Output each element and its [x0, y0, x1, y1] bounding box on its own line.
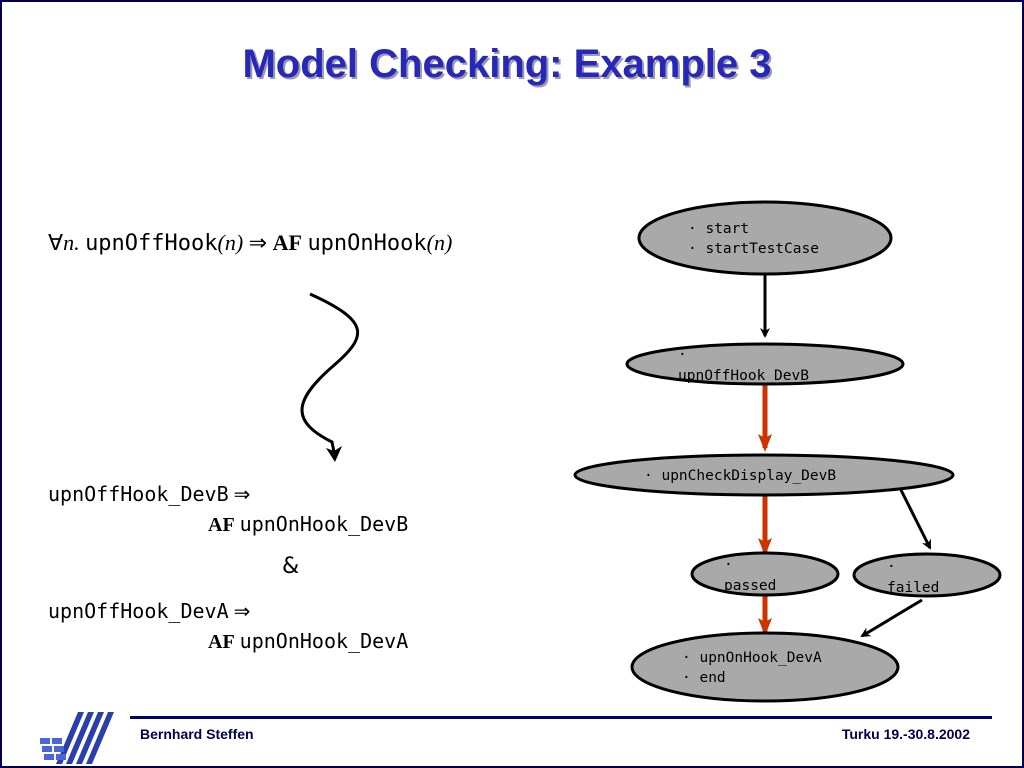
node-start-line-2: · startTestCase	[688, 241, 819, 257]
deva-onhook: upnOnHook_DevA	[239, 629, 409, 653]
devb-onhook: upnOnHook_DevB	[239, 512, 409, 536]
forall-symbol: ∀	[48, 230, 64, 255]
deva-af: AF	[208, 631, 235, 653]
node-failed: · failed	[852, 552, 1002, 598]
node-failed-line-2: failed	[887, 580, 939, 596]
edge-check-failed	[898, 487, 932, 550]
formula-onhook: upnOnHook	[307, 231, 427, 256]
node-end-line-2: · end	[682, 670, 726, 686]
node-end: · upnOnHook_DevA · end	[630, 631, 900, 703]
node-end-line-1: · upnOnHook_DevA	[682, 650, 822, 666]
ampersand: &	[282, 554, 300, 579]
node-offhook: · upnOffHook_DevB	[625, 342, 905, 386]
edge-failed-end	[860, 598, 923, 638]
slide-title: Model Checking: Example 3	[242, 42, 772, 86]
node-passed-line-1: ·	[724, 557, 733, 573]
node-offhook-line-2: upnOffHook_DevB	[678, 368, 809, 384]
squiggle-arrowhead	[326, 446, 342, 462]
node-offhook-line-1: ·	[678, 347, 687, 363]
formula-var: n.	[63, 230, 80, 255]
devb-offhook: upnOffHook_DevB	[48, 482, 229, 506]
devb-af: AF	[208, 514, 235, 536]
institution-logo-icon	[40, 712, 114, 764]
formula-af: AF	[272, 230, 302, 255]
devb-line-2: AF upnOnHook_DevB	[208, 512, 408, 537]
deva-implies: ⇒	[233, 601, 251, 623]
node-failed-line-1: ·	[887, 559, 896, 575]
deva-offhook: upnOffHook_DevA	[48, 599, 229, 623]
node-start: · start · startTestCase	[637, 200, 893, 276]
node-start-line-1: · start	[688, 221, 749, 237]
devb-line-1: upnOffHook_DevB ⇒	[48, 482, 250, 507]
formula-arg1: (n)	[217, 230, 244, 255]
deva-line-2: AF upnOnHook_DevA	[208, 629, 408, 654]
formula-offhook: upnOffHook	[85, 231, 218, 256]
footer-place-date: Turku 19.-30.8.2002	[841, 726, 970, 742]
squiggle-arrow	[300, 292, 359, 458]
footer-rule	[130, 716, 992, 719]
formula-implies: ⇒	[248, 230, 268, 255]
devb-implies: ⇒	[233, 484, 251, 506]
node-passed: · passed	[690, 551, 840, 597]
deva-line-1: upnOffHook_DevA ⇒	[48, 599, 250, 624]
node-check: · upnCheckDisplay_DevB	[573, 453, 955, 497]
footer-author: Bernhard Steffen	[140, 726, 254, 742]
formula-arg2: (n)	[426, 230, 453, 255]
node-passed-line-2: passed	[724, 578, 776, 594]
node-check-line-1: · upnCheckDisplay_DevB	[644, 468, 836, 484]
formula: ∀n. upnOffHook(n) ⇒ AF upnOnHook(n)	[48, 230, 452, 256]
